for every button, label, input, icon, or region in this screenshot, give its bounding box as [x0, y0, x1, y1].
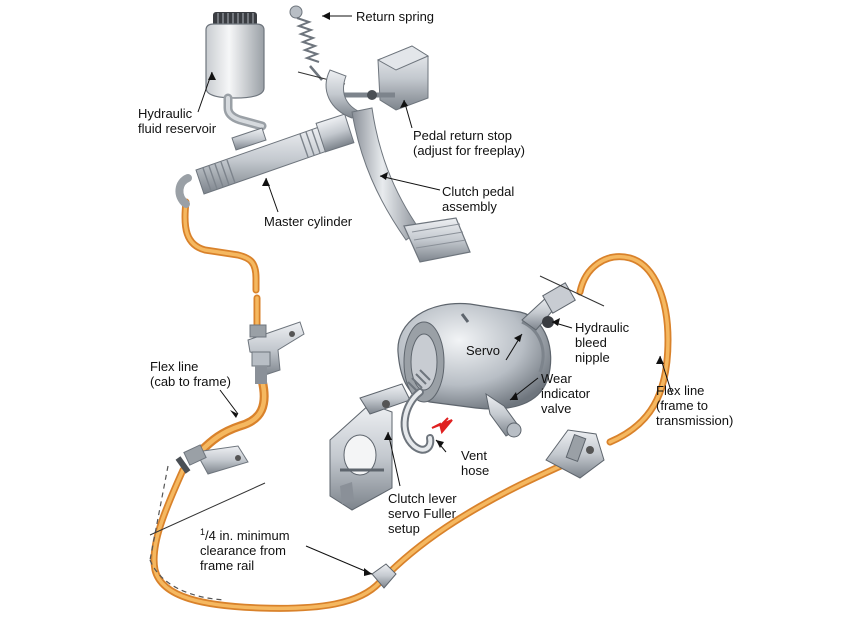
vent-hose	[400, 388, 435, 454]
label-flex-line-frame-to-transmission: Flex line (frame to transmission)	[656, 383, 734, 428]
clutch-servo	[397, 275, 605, 438]
label-master-cylinder: Master cylinder	[264, 214, 353, 229]
label-clutch-pedal-assembly: Clutch pedal assembly	[442, 184, 515, 214]
label-quarter-inch-clearance: 1/4 in. minimum clearance from frame rai…	[200, 527, 290, 573]
label-servo: Servo	[466, 343, 500, 358]
label-pedal-return-stop: Pedal return stop (adjust for freeplay)	[413, 128, 525, 158]
hydraulic-line-lower	[150, 448, 594, 612]
return-spring	[289, 5, 346, 85]
flex-line-frame-to-transmission	[576, 253, 672, 446]
label-flex-line-cab-to-frame: Flex line (cab to frame)	[150, 359, 231, 389]
vent-arrow-icon	[431, 417, 453, 435]
frame-bracket-fitting	[175, 444, 249, 475]
leader-arrowheads	[208, 12, 664, 576]
clearance-indicator	[149, 465, 266, 601]
hydraulic-fluid-reservoir	[205, 12, 267, 131]
label-vent-hose: Vent hose	[461, 448, 490, 478]
flex-line-cab-to-frame	[195, 375, 269, 457]
label-hydraulic-bleed-nipple: Hydraulic bleed nipple	[575, 320, 630, 365]
line-clamp	[371, 563, 397, 589]
label-wear-indicator-valve: Wear indicator valve	[541, 371, 591, 416]
frame-clamp	[545, 429, 605, 479]
pedal-return-stop	[336, 45, 430, 111]
label-clutch-lever-servo-fuller-setup: Clutch lever servo Fuller setup	[388, 491, 457, 536]
label-hydraulic-fluid-reservoir: Hydraulic fluid reservoir	[138, 106, 217, 136]
hydraulic-line-upper	[181, 198, 261, 329]
master-cylinder	[175, 113, 355, 208]
cab-bracket-fitting	[247, 321, 305, 384]
label-return-spring: Return spring	[356, 9, 435, 24]
